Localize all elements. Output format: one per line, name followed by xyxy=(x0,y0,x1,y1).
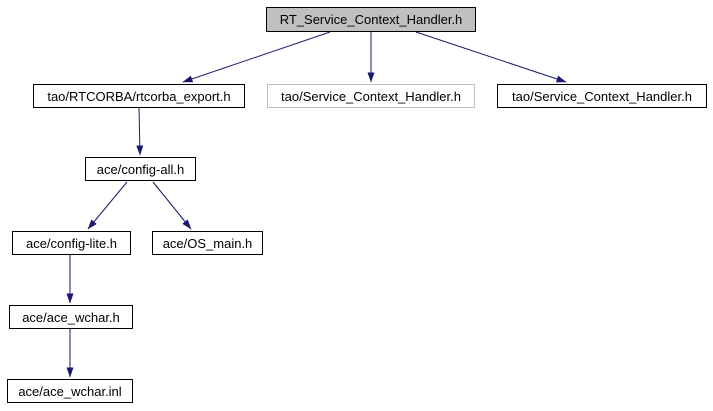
edge-config-all-to-os-main xyxy=(152,181,192,230)
edge-config-all-to-config-lite xyxy=(87,181,128,230)
edge-rtcorba-export-to-config-all xyxy=(136,107,144,156)
node-ace-wchar-h[interactable]: ace/ace_wchar.h xyxy=(9,305,133,329)
node-service-context-handler-h-muted: tao/Service_Context_Handler.h xyxy=(267,84,475,108)
node-config-all-h[interactable]: ace/config-all.h xyxy=(85,157,196,181)
node-rt-service-context-handler-h: RT_Service_Context_Handler.h xyxy=(266,7,476,32)
edge-root-to-rtcorba-export xyxy=(182,31,331,83)
edge-root-to-service-context-handler xyxy=(415,31,567,83)
node-ace-wchar-inl[interactable]: ace/ace_wchar.inl xyxy=(7,379,133,403)
node-config-lite-h[interactable]: ace/config-lite.h xyxy=(12,231,131,255)
node-service-context-handler-h[interactable]: tao/Service_Context_Handler.h xyxy=(497,84,707,108)
node-rtcorba-export-h[interactable]: tao/RTCORBA/rtcorba_export.h xyxy=(33,84,245,108)
node-os-main-h[interactable]: ace/OS_main.h xyxy=(152,231,263,255)
